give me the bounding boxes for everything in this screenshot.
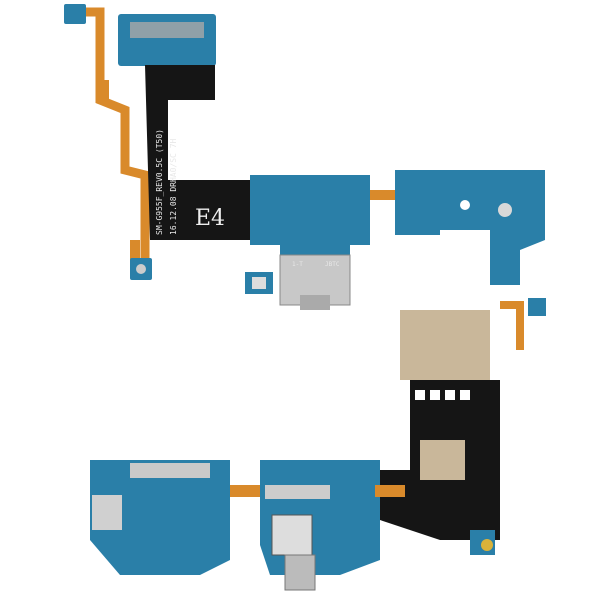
top-flex-assembly: SM-G955F_REV0.5C (T50) 16.12.08 DRHA0/SC… [64, 4, 545, 310]
silk-model-line: SM-G955F_REV0.5C (T50) [155, 129, 164, 235]
bottom-flex-assembly [90, 298, 546, 591]
port-mark-1: 1-T [292, 261, 303, 268]
port-mark-2: JBTC [325, 261, 340, 268]
silk-date-line: 16.12.08 DRHA0/SC 7H [169, 138, 178, 235]
silk-code: E4 [195, 206, 225, 231]
